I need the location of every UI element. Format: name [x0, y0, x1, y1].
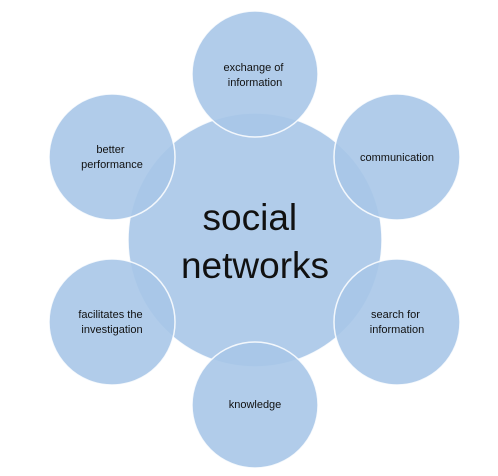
node-label: search for information [370, 309, 424, 336]
node-knowledge: knowledge [191, 341, 319, 469]
node-label: exchange of information [224, 62, 287, 89]
node-better-performance: better performance [48, 93, 176, 221]
node-circle [48, 258, 176, 386]
node-label-line: performance [81, 159, 143, 171]
node-label-line: knowledge [229, 399, 282, 411]
center-label-line-2: networks [181, 245, 329, 286]
center-label: social networks [181, 197, 329, 286]
node-label-line: exchange of [224, 62, 285, 74]
node-label-line: facilitates the [78, 309, 142, 321]
node-label: better performance [81, 144, 143, 171]
node-label-line: information [370, 324, 424, 336]
node-circle [191, 10, 319, 138]
node-label-line: information [228, 77, 282, 89]
node-facilitates-the-investigation: facilitates the investigation [48, 258, 176, 386]
node-label-line: search for [371, 309, 420, 321]
node-communication: communication [333, 93, 461, 221]
center-label-line-1: social [203, 197, 298, 238]
node-circle [48, 93, 176, 221]
node-label: communication [360, 152, 434, 164]
node-circle [333, 258, 461, 386]
center-node: social networks [127, 112, 383, 368]
node-exchange-of-information: exchange of information [191, 10, 319, 138]
node-circle [191, 341, 319, 469]
node-label-line: communication [360, 152, 434, 164]
node-label: facilitates the investigation [78, 309, 145, 336]
node-label: knowledge [229, 399, 282, 411]
node-search-for-information: search for information [333, 258, 461, 386]
node-circle [333, 93, 461, 221]
node-label-line: better [96, 144, 124, 156]
node-label-line: investigation [81, 324, 142, 336]
